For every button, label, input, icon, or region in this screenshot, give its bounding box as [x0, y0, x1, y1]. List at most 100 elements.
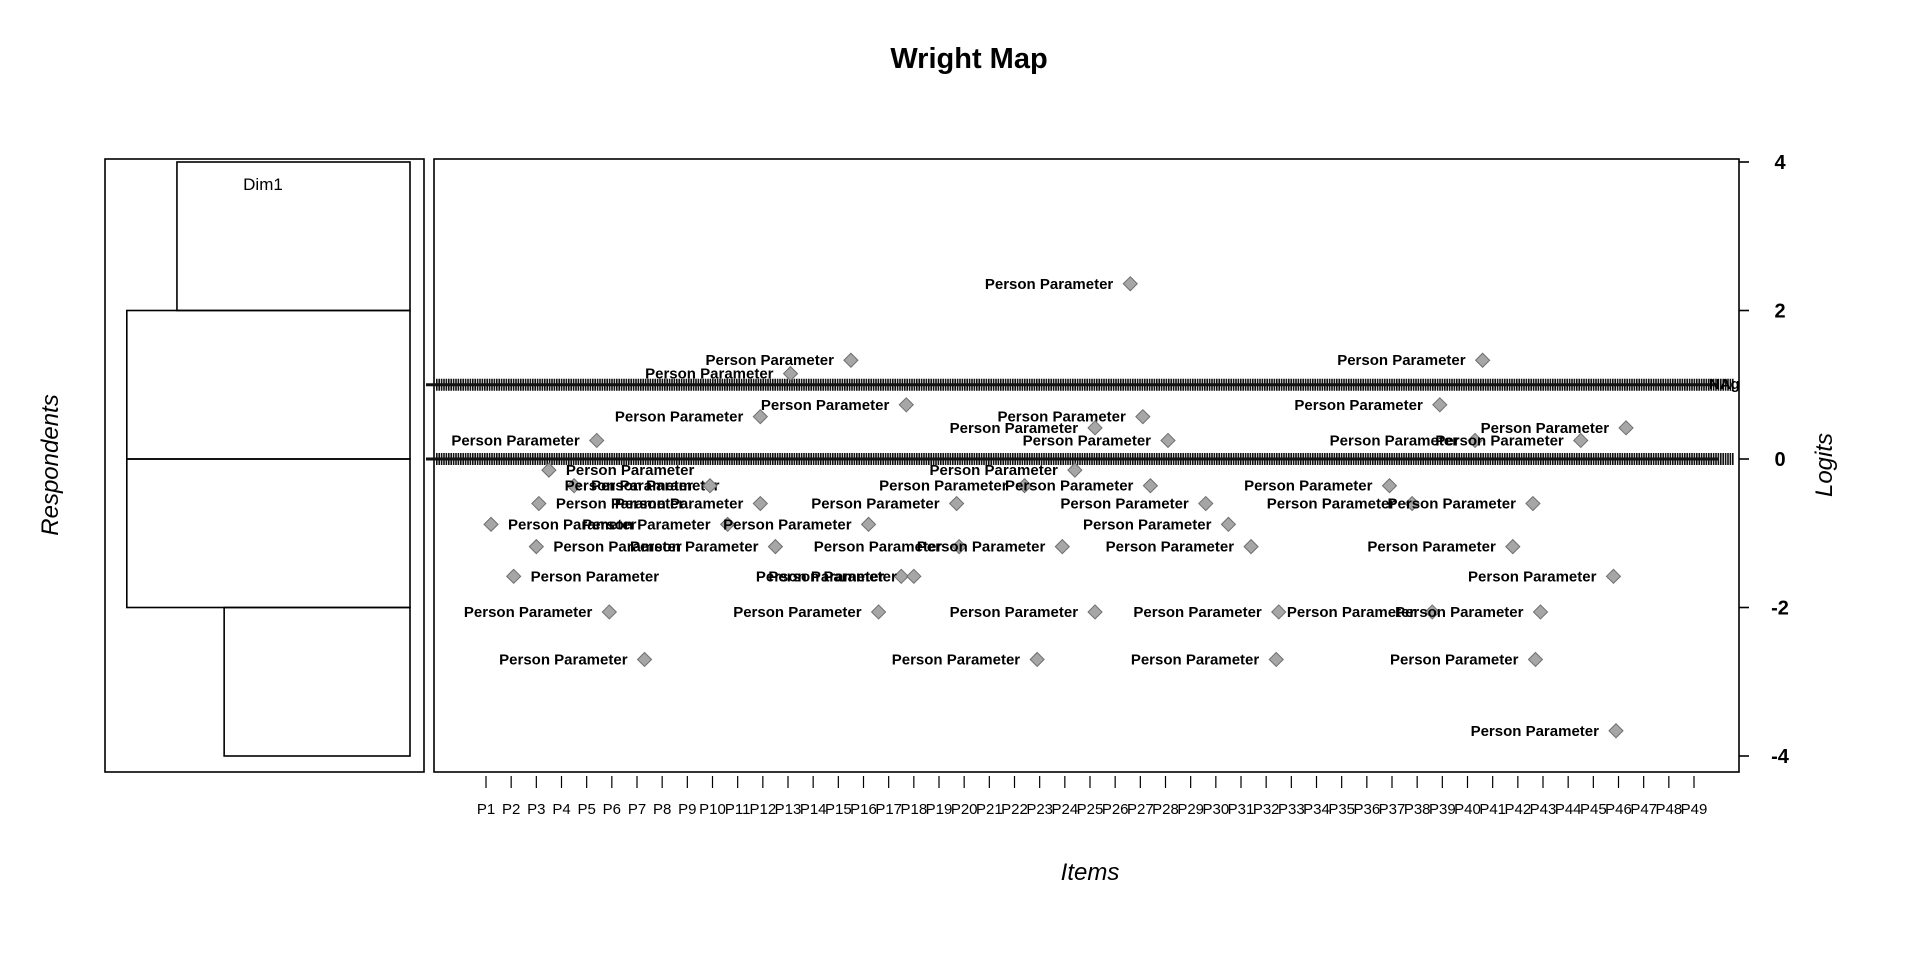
y-tick-label: -4 — [1771, 746, 1790, 768]
person-parameter-label: Person Parameter — [1330, 432, 1459, 449]
person-parameter-label: Person Parameter — [929, 462, 1058, 479]
respondent-bar — [223, 606, 411, 757]
person-parameter-label: Person Parameter — [1468, 568, 1597, 585]
x-axis-label: Items — [1061, 859, 1120, 886]
person-parameter-label: Person Parameter — [917, 539, 1046, 556]
person-parameter-point — [1527, 651, 1544, 668]
band-mark — [1727, 453, 1729, 465]
person-parameter-point — [870, 604, 887, 620]
person-parameter-point — [1532, 604, 1549, 620]
person-parameter-point — [951, 538, 967, 555]
logit-axis: 420-2-4 — [1739, 152, 1790, 768]
item-label: P2 — [502, 801, 520, 818]
band-mark — [1722, 453, 1724, 465]
item-label: P18 — [900, 801, 927, 818]
item-label: P4 — [552, 801, 570, 818]
band-mark — [1732, 378, 1734, 391]
person-parameter-point — [898, 397, 914, 413]
person-parameter-label: Person Parameter — [1294, 397, 1423, 414]
band-mark — [1720, 453, 1722, 465]
person-parameter-label: Person Parameter — [1106, 539, 1235, 556]
person-parameter-label: Person Parameter — [1244, 478, 1373, 495]
item-label: P27 — [1127, 801, 1154, 818]
item-label: P25 — [1077, 801, 1104, 818]
person-parameter-point — [1016, 478, 1033, 494]
person-parameter-point — [1135, 408, 1151, 425]
item-label: P22 — [1001, 801, 1028, 818]
person-parameter-label: Person Parameter — [1395, 604, 1524, 621]
person-parameter-point — [505, 568, 522, 585]
item-label: P47 — [1630, 801, 1657, 818]
person-parameter-label: Person Parameter — [811, 496, 940, 513]
person-parameter-point — [1605, 568, 1622, 585]
person-parameter-label: Person Parameter — [1083, 516, 1212, 533]
person-parameter-label: Person Parameter — [950, 420, 1079, 437]
person-parameter-point — [1029, 651, 1045, 668]
person-parameter-label: Person Parameter — [464, 604, 593, 621]
person-parameter-point — [752, 408, 769, 425]
respondent-histogram — [126, 161, 411, 757]
person-parameter-label: Person Parameter — [582, 516, 711, 533]
item-label: P33 — [1278, 801, 1305, 818]
dimension-label: Dim1 — [243, 175, 283, 194]
band-mark — [1724, 378, 1727, 391]
person-parameter-point — [1087, 604, 1103, 620]
person-parameter-point — [719, 516, 736, 533]
item-label: P39 — [1429, 801, 1456, 818]
y-axis-label: Logits — [1811, 433, 1838, 497]
person-parameter-label: Person Parameter — [768, 568, 897, 585]
person-parameter-label: Person Parameter — [950, 604, 1079, 621]
item-label: P24 — [1051, 801, 1078, 818]
person-parameter-label: Person Parameter — [985, 276, 1114, 293]
item-label: P10 — [699, 801, 726, 818]
band-mark — [1732, 453, 1734, 465]
person-parameter-label: Person Parameter — [814, 539, 943, 556]
item-label: P17 — [875, 801, 902, 818]
person-parameter-point — [1067, 462, 1083, 478]
y-tick-label: 0 — [1774, 449, 1785, 471]
person-parameter-point — [1268, 651, 1284, 668]
band-mark — [1729, 378, 1732, 391]
person-parameter-point — [1573, 432, 1589, 449]
person-parameter-label: Person Parameter — [508, 516, 637, 533]
item-label: P7 — [628, 801, 646, 818]
person-parameter-point — [893, 568, 909, 585]
person-parameter-label: Person Parameter — [723, 516, 852, 533]
item-label: P46 — [1605, 801, 1632, 818]
item-label: P37 — [1379, 801, 1406, 818]
person-parameter-point — [1432, 397, 1448, 413]
person-parameter-label: Person Parameter — [1133, 604, 1262, 621]
item-label: P36 — [1353, 801, 1380, 818]
person-parameter-point — [566, 478, 582, 494]
person-parameter-label: Person Parameter — [706, 352, 835, 369]
item-label: P9 — [678, 801, 696, 818]
person-parameter-point — [1220, 516, 1237, 533]
band-mark — [1729, 453, 1732, 465]
person-parameter-point — [767, 538, 784, 555]
person-parameter-label: Person Parameter — [761, 397, 890, 414]
item-label: P5 — [577, 801, 595, 818]
person-parameter-label: Person Parameter — [565, 478, 694, 495]
item-label: P20 — [951, 801, 978, 818]
person-parameter-label: Person Parameter — [879, 478, 1008, 495]
person-parameter-point — [843, 352, 859, 368]
person-parameter-label: Person Parameter — [1471, 723, 1600, 740]
respondent-bar — [126, 458, 411, 609]
person-parameter-point — [483, 516, 499, 533]
person-parameter-point — [531, 495, 547, 512]
person-parameter-label: Person Parameter — [756, 568, 885, 585]
person-parameter-point — [1618, 420, 1634, 436]
person-parameter-label: Person Parameter — [1287, 604, 1416, 621]
person-parameter-point — [860, 516, 877, 533]
person-parameter-point — [636, 651, 653, 668]
item-label: P26 — [1102, 801, 1129, 818]
person-parameter-point — [541, 462, 557, 478]
person-parameter-label: Person Parameter — [1390, 651, 1519, 668]
item-label: P38 — [1404, 801, 1431, 818]
item-label: P6 — [603, 801, 621, 818]
item-label: P21 — [976, 801, 1003, 818]
person-parameter-label: Person Parameter — [451, 432, 580, 449]
item-label: P16 — [850, 801, 877, 818]
